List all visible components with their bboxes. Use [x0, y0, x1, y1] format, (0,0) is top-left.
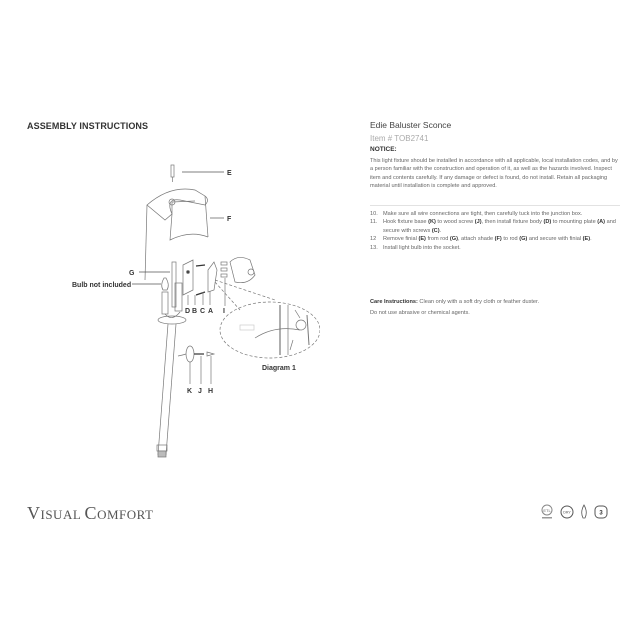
etl-listed-icon: ETL — [540, 504, 554, 520]
step-text: Remove finial (E) from rod (G), attach s… — [383, 235, 592, 243]
brand-logo: VISUAL COMFORT — [27, 503, 153, 524]
brand-text-omfort: OMFORT — [97, 507, 154, 522]
step-text: Make sure all wire connections are tight… — [383, 210, 582, 218]
label-k: K — [187, 388, 192, 395]
certification-icons: ETL DRY 3 — [540, 504, 608, 520]
part-reference: (E) — [582, 236, 591, 243]
care-instructions: Care Instructions: Clean only with a sof… — [370, 297, 620, 319]
step-text-fragment: to rod — [501, 236, 520, 243]
brand-text-isual: ISUAL — [40, 507, 85, 522]
shade-part-f — [144, 188, 209, 281]
step-text-fragment: to wood screw — [435, 219, 475, 226]
step-text-fragment: . — [439, 227, 442, 234]
brand-letter-c: C — [84, 503, 98, 523]
label-b: B — [192, 308, 197, 315]
dry-rating-icon: DRY — [560, 505, 574, 519]
part-reference: (F) — [494, 236, 502, 243]
step-number: 13. — [370, 244, 378, 251]
step-text-fragment: , attach shade — [457, 236, 495, 243]
step-text-fragment: Hook fixture base — [383, 219, 429, 226]
part-reference: (E) — [418, 236, 426, 243]
step-text-fragment: to mounting plate — [551, 219, 598, 226]
part-reference: (G) — [519, 236, 528, 243]
product-title: Edie Baluster Sconce — [370, 120, 452, 130]
care-label: Care Instructions: — [370, 299, 418, 305]
step-number: 10. — [370, 211, 378, 217]
step-text-fragment: Make sure all wire connections are tight… — [383, 211, 583, 217]
divider — [370, 205, 620, 206]
step-text-fragment: and secure with finial — [527, 236, 583, 243]
label-h: H — [208, 388, 213, 395]
step-number: 11. — [370, 219, 378, 226]
part-reference: (A) — [597, 219, 606, 226]
notice-heading: NOTICE: — [370, 146, 397, 153]
bulb-shape-icon — [580, 504, 588, 520]
section-title: ASSEMBLY INSTRUCTIONS — [27, 121, 149, 131]
step-number: 12 — [370, 236, 377, 243]
label-a: A — [208, 308, 213, 315]
label-g: G — [129, 270, 135, 277]
label-d: D — [185, 308, 190, 315]
svg-text:DRY: DRY — [563, 511, 571, 515]
assembly-diagram: E F G Bulb not included D B C A I Diagra… — [72, 164, 320, 458]
instruction-steps: 10. Make sure all wire connections are ti… — [370, 210, 620, 252]
part-reference: (D) — [543, 219, 552, 226]
label-diagram-1: Diagram 1 — [262, 365, 296, 372]
label-j: J — [198, 388, 202, 395]
step-text-fragment: Install light bulb into the socket. — [383, 244, 461, 251]
instruction-step: 11. Hook fixture base (K) to wood screw (… — [370, 218, 620, 235]
svg-text:3: 3 — [599, 511, 603, 517]
instruction-step: 13. Install light bulb into the socket. — [370, 244, 620, 252]
finial-part-e — [170, 164, 175, 182]
label-e: E — [227, 170, 232, 177]
svg-text:ETL: ETL — [543, 508, 551, 513]
care-line-2: Do not use abrasive or chemical agents. — [370, 310, 470, 316]
step-text-fragment: Remove finial — [383, 236, 419, 243]
step-text: Install light bulb into the socket. — [383, 244, 461, 252]
step-text-fragment: from rod — [425, 236, 450, 243]
notice-body: This light fixture should be installed i… — [370, 158, 618, 190]
label-f: F — [227, 216, 232, 223]
item-number: Item # TOB2741 — [370, 134, 429, 143]
brand-letter-v: V — [27, 503, 41, 523]
part-reference: (G) — [449, 236, 458, 243]
label-c: C — [200, 308, 205, 315]
label-i: I — [223, 308, 225, 315]
step-text: Hook fixture base (K) to wood screw (J),… — [383, 218, 620, 235]
care-line-1: Clean only with a soft dry cloth or feat… — [417, 299, 540, 305]
part-reference: (C) — [431, 227, 440, 234]
bulb-count-icon: 3 — [594, 505, 608, 519]
part-reference: (K) — [428, 219, 436, 226]
step-text-fragment: , then install fixture body — [481, 219, 544, 226]
part-reference: (J) — [474, 219, 482, 226]
step-text-fragment: and secure with screws — [383, 219, 616, 234]
instruction-step: 10. Make sure all wire connections are ti… — [370, 210, 620, 218]
step-text-fragment: . — [590, 236, 592, 243]
label-bulb-not-included: Bulb not included — [72, 282, 131, 289]
